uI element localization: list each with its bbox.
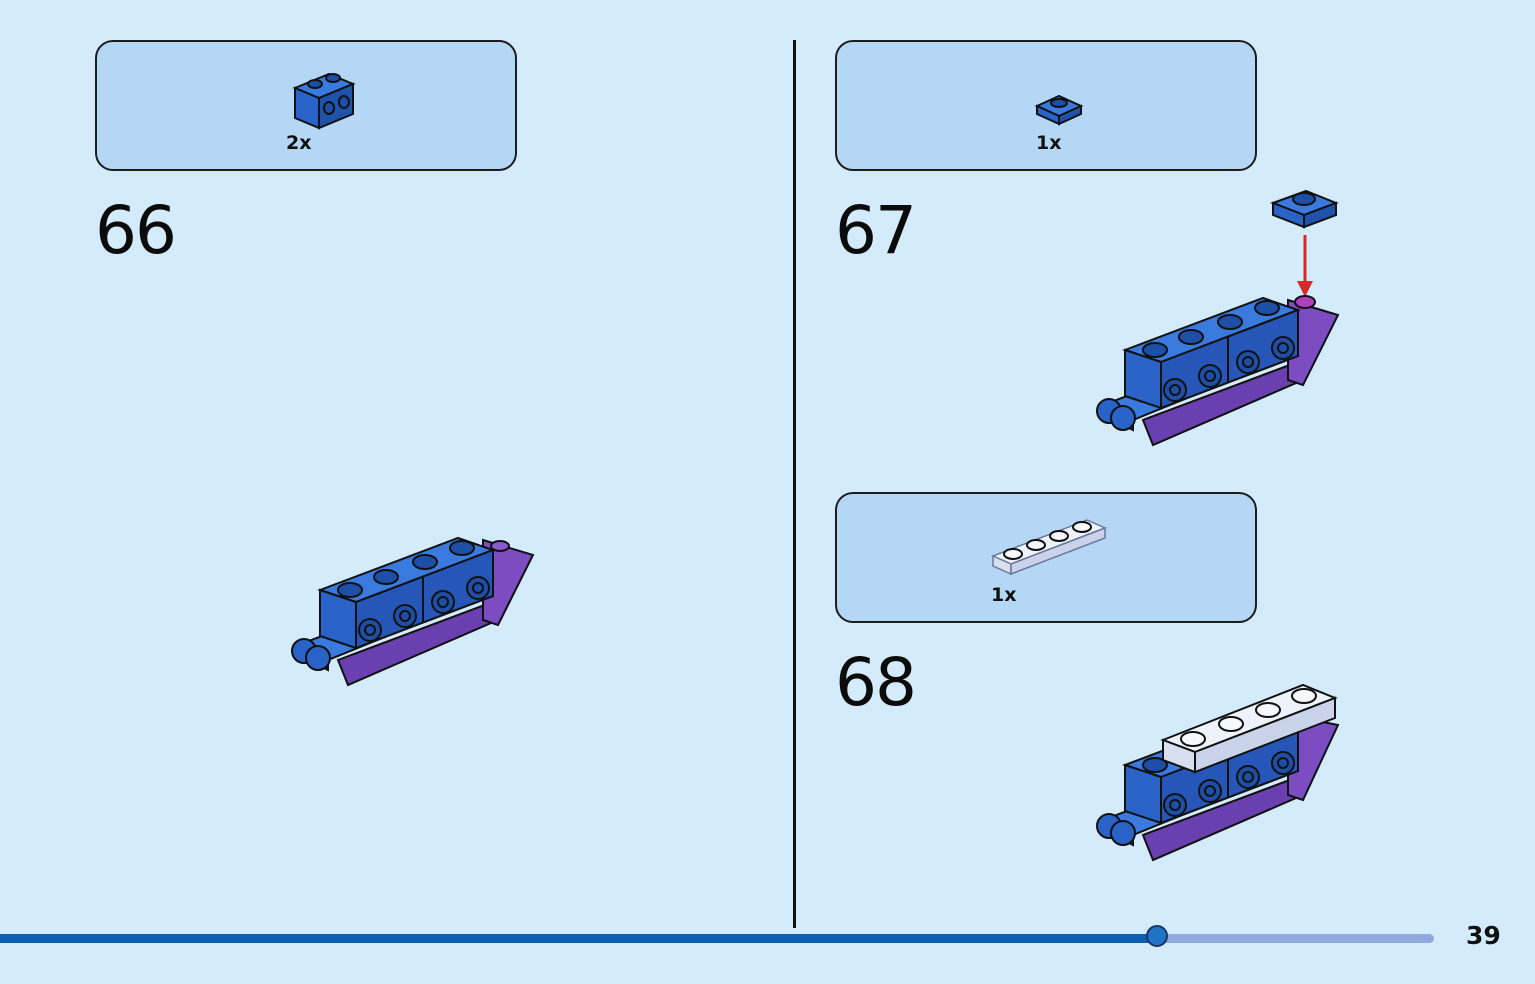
- step-number: 67: [835, 192, 917, 269]
- step-67-new-plate: [1270, 189, 1339, 229]
- step-66-assembly: [291, 536, 535, 687]
- parts-callout-step-68: 1x: [835, 492, 1257, 623]
- placement-arrow-icon: [1297, 235, 1313, 297]
- progress-knob: [1146, 925, 1169, 947]
- step-number: 68: [835, 644, 917, 721]
- step-number: 66: [95, 192, 177, 269]
- part-quantity: 1x: [1036, 132, 1062, 154]
- progress-fill: [0, 934, 1158, 943]
- page-number: 39: [1466, 921, 1501, 950]
- step-68-assembly: [1096, 683, 1340, 862]
- white-1x4-plate-part: [991, 519, 1107, 576]
- page-divider: [793, 40, 796, 928]
- blue-side-stud-brick-part: [292, 72, 356, 130]
- parts-callout-step-66: 2x: [95, 40, 517, 171]
- part-quantity: 2x: [286, 132, 312, 154]
- part-quantity: 1x: [991, 584, 1017, 606]
- progress-bar: [0, 934, 1434, 943]
- parts-callout-step-67: 1x: [835, 40, 1257, 171]
- blue-1x1-plate-part: [1034, 94, 1084, 126]
- step-67-assembly: [1096, 295, 1340, 447]
